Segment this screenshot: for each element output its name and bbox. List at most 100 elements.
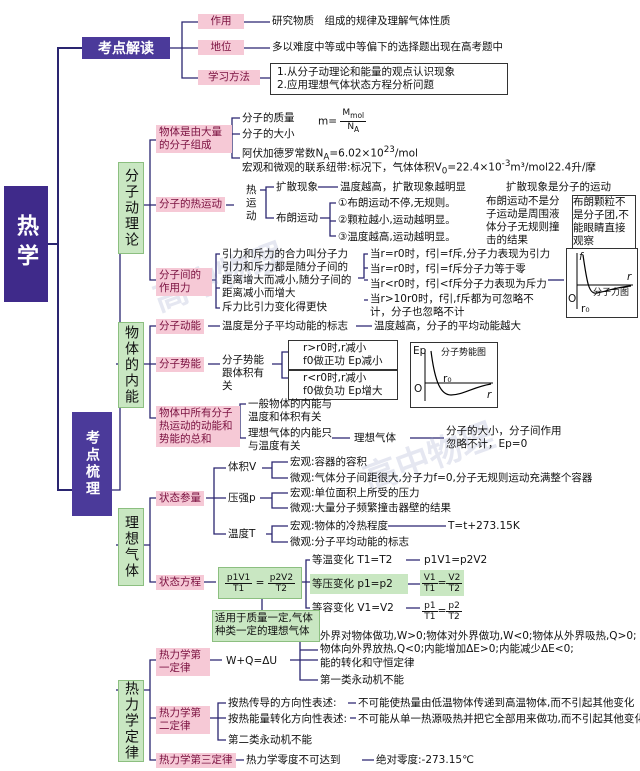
second-law-c: 第二类永动机不能: [228, 734, 312, 746]
pe-axis-r: r: [487, 389, 492, 401]
force-case-3: 当r<r0时，f引<f斥分子力表现为斥力: [370, 278, 547, 290]
first-law-desc-a: 外界对物体做功,W>0;物体对外界做功,W<0;物体从外界吸热,Q>0;: [320, 630, 637, 642]
pe-case-b: r<r0时,r减小 f0做负功 Ep增大: [288, 370, 398, 400]
macro-micro-bridge: 宏观和微观的联系纽带:标况下，气体体积V0=22.4×10-3m³/mol22.…: [242, 159, 596, 177]
item-status-label: 地位: [198, 40, 244, 55]
potential-energy-desc: 分子势能跟体积有关: [222, 354, 264, 392]
force-axis-r0: r₀: [581, 303, 590, 315]
pe-graph-title: 分子势能图: [441, 348, 487, 358]
molecule-mass-label: 分子的质量: [242, 112, 295, 124]
pe-case-b-2: f0做负功 Ep增大: [303, 385, 383, 397]
force-axis-f: f: [579, 251, 583, 263]
isochoric-label: 等容变化 V1=V2: [312, 602, 394, 614]
kinetic-energy-label: 分子动能: [156, 319, 204, 334]
pe-axis-o: O: [414, 383, 423, 395]
total-energy-desc-1: 一般物体的内能与温度和体积有关: [248, 398, 332, 423]
potential-energy-label: 分子势能: [156, 357, 204, 372]
brownian-label: 布朗运动: [276, 212, 318, 224]
force-desc-1: 引力和斥力的合力叫分子力: [222, 248, 348, 260]
brownian-item-2: ②颗粒越小,运动越明显。: [338, 214, 456, 226]
method-text-1: 1.从分子动理论和能量的观点认识现象: [277, 66, 456, 78]
temperature-micro: 微观:分子平均动能的标志: [290, 536, 410, 548]
ideal-gas-desc: 分子的大小，分子间作用忽略不计，Ep=0: [446, 425, 562, 450]
second-law-b-label: 按热能量转化方向性表述:: [228, 713, 348, 725]
pressure-macro: 宏观:单位面积上所受的压力: [290, 487, 420, 499]
brownian-note-2: 布朗颗粒不是分子团,不能眼睛直接观察: [572, 195, 636, 253]
third-law-a: 热力学零度不可达到: [246, 754, 341, 766]
diffusion-desc: 温度越高，扩散现象越明显: [340, 181, 466, 193]
thermal-motion-label: 分子的热运动: [156, 197, 225, 212]
section-molecular-theory: 分子动理论: [118, 162, 144, 254]
avogadro-constant: 阿伏加德罗常数NA=6.02×1023/mol: [242, 145, 418, 163]
molecule-size-label: 分子的大小: [242, 128, 295, 140]
second-law-a-label: 按热传导的方向性表述:: [228, 697, 337, 709]
force-graph-plot: [576, 253, 633, 309]
ideal-gas-label: 理想气体: [354, 432, 396, 444]
kinetic-energy-desc: 温度是分子平均动能的标志: [222, 320, 348, 332]
branch-review: 考点梳理: [72, 412, 112, 516]
pe-case-a: r>r0时,r减小 f0做正功 Ep减小: [288, 340, 398, 370]
force-case-2: 当r=r0时，f引=f斥分子力等于零: [370, 263, 526, 275]
first-law-equation: W+Q=ΔU: [226, 655, 278, 667]
composition-label: 物体是由大量的分子组成: [156, 125, 232, 153]
temperature-formula: T=t+273.15K: [448, 520, 520, 532]
state-params-label: 状态参量: [156, 491, 204, 506]
third-law-b: 绝对零度:-273.15℃: [376, 754, 474, 766]
item-method-label: 学习方法: [198, 70, 260, 85]
pe-axis-r0: r₀: [443, 373, 452, 385]
equation-applicability: 适用于质量一定,气体种类一定的理想气体: [212, 610, 320, 642]
method-text-2: 2.应用理想气体状态方程分析问题: [277, 79, 435, 91]
isobaric-label: 等压变化 p1=p2: [310, 574, 408, 594]
state-equation-label: 状态方程: [156, 575, 204, 590]
volume-micro: 微观:气体分子间距很大,分子力f=0,分子无规则运动充满整个容器: [290, 472, 593, 484]
molecular-force-label: 分子间的作用力: [156, 268, 212, 296]
diffusion-label: 扩散现象: [276, 181, 318, 193]
branch-interpretation: 考点解读: [82, 37, 170, 59]
second-law-label: 热力学第二定律: [156, 706, 210, 734]
pe-case-a-2: f0做正功 Ep减小: [303, 355, 383, 367]
temperature-label: 温度T: [228, 528, 256, 540]
force-axis-o: O: [568, 293, 577, 305]
force-desc-3: 斥力比引力变化得更快: [222, 301, 327, 313]
pe-axis-ep: Ep: [413, 345, 427, 357]
force-graph: f O r₀ r 分子力图: [566, 248, 638, 318]
pe-case-a-1: r>r0时,r减小: [303, 342, 367, 354]
total-energy-label: 物体中所有分子热运动的动能和势能的总和: [156, 406, 240, 447]
item-role-text: 研究物质 组成的规律及理解气体性质: [272, 15, 451, 27]
brownian-item-1: ①布朗运动不停,无规则。: [338, 197, 456, 209]
force-case-1: 当r=r0时，f引=f斥,分子力表现为引力: [370, 248, 551, 260]
thermal-motion-sub: 热运动: [246, 184, 257, 222]
pe-graph-plot: [424, 349, 493, 401]
kinetic-energy-desc-2: 温度越高，分子的平均动能越大: [374, 320, 521, 332]
isothermal-result: p1V1=p2V2: [424, 554, 488, 566]
section-thermodynamics: 热力学定律: [118, 680, 144, 762]
force-graph-title: 分子力图: [593, 288, 630, 298]
first-law-label: 热力学第一定律: [156, 648, 210, 676]
section-ideal-gas: 理想气体: [118, 508, 144, 586]
temperature-macro: 宏观:物体的冷热程度: [290, 520, 389, 532]
force-axis-r: r: [627, 271, 632, 283]
volume-macro: 宏观:容器的容积: [290, 456, 368, 468]
pressure-micro: 微观:大量分子频繁撞击器壁的结果: [290, 502, 452, 514]
pe-graph: Ep O r₀ r 分子势能图: [410, 342, 498, 408]
item-status-text: 多以难度中等或中等偏下的选择题出现在高考题中: [272, 41, 503, 53]
isothermal-label: 等温变化 T1=T2: [312, 554, 393, 566]
brownian-item-3: ③温度越高,运动越明显。: [338, 231, 456, 243]
first-law-desc-b: 物体向外界放热,Q<0;内能增加ΔE>0;内能减少ΔE<0;: [320, 643, 574, 655]
second-law-b-text: 不可能从单一热源吸热并把它全部用来做功,而不引起其他变化: [358, 713, 640, 725]
first-law-desc-c: 能的转化和守恒定律: [320, 657, 415, 669]
volume-label: 体积V: [228, 461, 257, 473]
diffusion-note: 扩散现象是分子的运动: [506, 181, 611, 193]
force-desc-2: 引力和斥力都是随分子间的距离增大而减小,随分子间的距离减小而增大: [222, 261, 352, 299]
force-case-4: 当r>10r0时，f引,f斥都为可忽略不计，分子也忽略不计: [370, 293, 534, 318]
first-law-desc-d: 第一类永动机不能: [320, 674, 404, 686]
root-title: 热学: [4, 186, 48, 302]
section-internal-energy: 物体的内能: [118, 322, 144, 408]
brownian-note: 布朗运动不是分子运动是周围液体分子无规则撞击的结果: [486, 195, 568, 251]
method-box: 1.从分子动理论和能量的观点认识现象 2.应用理想气体状态方程分析问题: [270, 63, 508, 95]
third-law-label: 热力学第三定律: [156, 753, 236, 768]
